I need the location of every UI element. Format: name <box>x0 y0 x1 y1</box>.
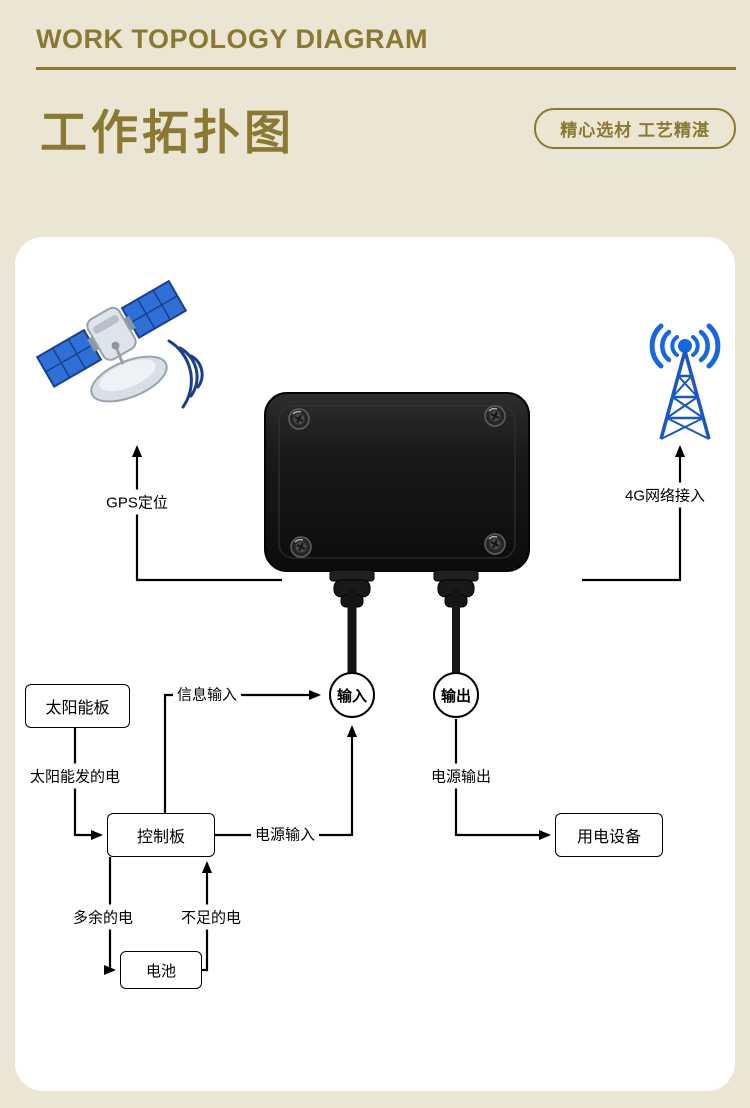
input-port: 输入 <box>329 672 375 718</box>
quality-badge: 精心选材 工艺精湛 <box>534 108 736 149</box>
power-output-label: 电源输出 <box>426 763 496 789</box>
output-port: 输出 <box>433 672 479 718</box>
satellite-icon <box>27 267 212 442</box>
battery-box: 电池 <box>120 951 202 989</box>
network-label: 4G网络接入 <box>620 482 710 508</box>
insufficient-power-label: 不足的电 <box>176 904 246 930</box>
diagram-card: GPS定位 4G网络接入 信息输入 太阳能发的电 电源输入 电源输出 多余的电 … <box>15 237 735 1091</box>
power-input-label: 电源输入 <box>250 821 320 847</box>
header: WORK TOPOLOGY DIAGRAM 工作拓扑图 精心选材 工艺精湛 <box>0 0 750 163</box>
network-arrow <box>582 445 685 582</box>
header-divider <box>36 67 736 70</box>
gps-tracker-device <box>262 390 532 623</box>
title-row: 工作拓扑图 精心选材 工艺精湛 <box>36 86 736 163</box>
header-title-zh: 工作拓扑图 <box>40 106 295 159</box>
power-output-arrow <box>454 719 551 840</box>
info-input-arrow <box>163 690 321 813</box>
surplus-arrow <box>104 857 116 975</box>
controller-box: 控制板 <box>107 813 215 857</box>
4g-tower-icon <box>627 321 722 451</box>
solar-power-label: 太阳能发的电 <box>25 763 125 789</box>
power-input-arrow <box>215 725 357 837</box>
gps-label: GPS定位 <box>102 489 172 515</box>
header-title-en: WORK TOPOLOGY DIAGRAM <box>36 24 429 54</box>
insufficient-arrow <box>202 861 212 972</box>
surplus-power-label: 多余的电 <box>68 904 138 930</box>
info-input-label: 信息输入 <box>172 681 242 707</box>
solar-panel-box: 太阳能板 <box>25 684 130 728</box>
load-device-box: 用电设备 <box>555 813 663 857</box>
